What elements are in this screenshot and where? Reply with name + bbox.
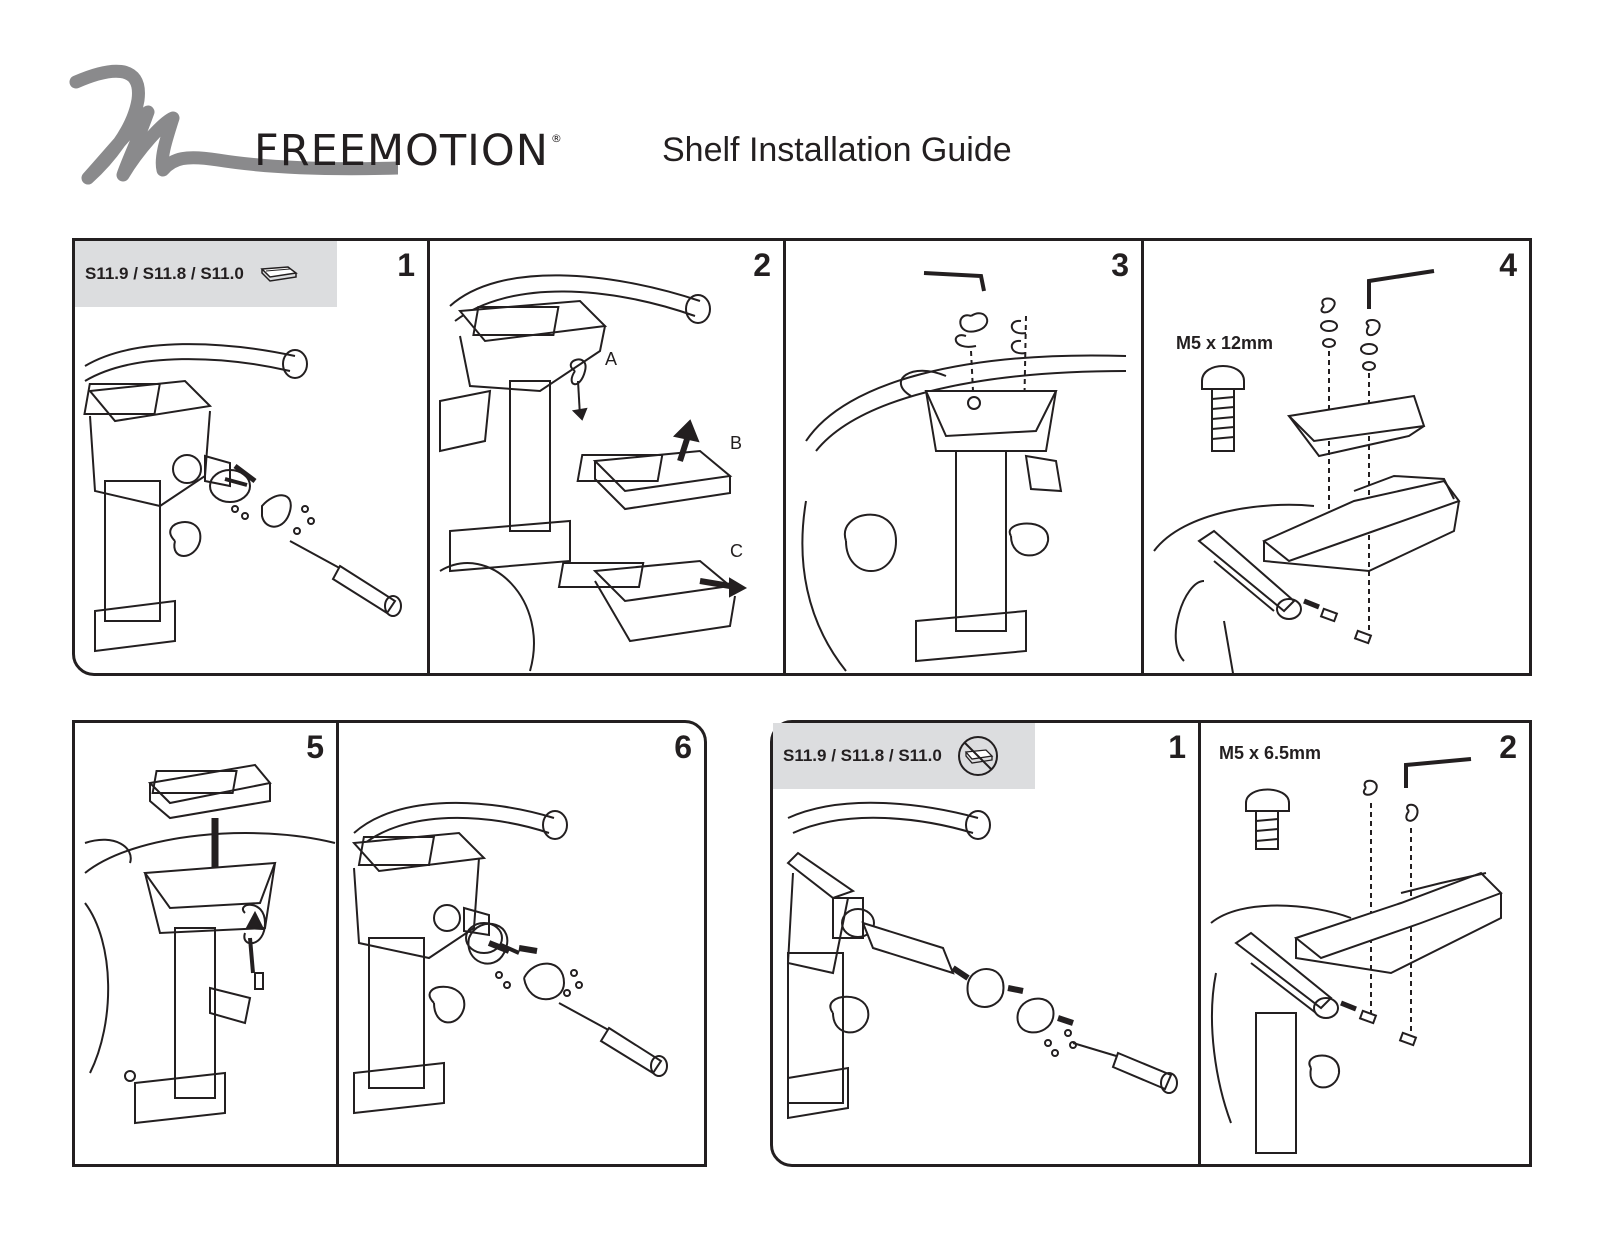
model-label: S11.9 / S11.8 / S11.0 bbox=[783, 746, 942, 765]
step-panel-2-no-shelf: 2 M5 x 6.5mm bbox=[1201, 723, 1529, 1164]
step-panel-4: 4 M5 x 12mm bbox=[1144, 241, 1529, 673]
bottom-left-steps-group: 5 6 bbox=[72, 720, 707, 1167]
header: FREEMOTION® Shelf Installation Guide bbox=[68, 60, 1168, 190]
bottom-right-steps-group: S11.9 / S11.8 / S11.0 1 bbox=[770, 720, 1532, 1167]
top-steps-group: S11.9 / S11.8 / S11.0 1 bbox=[72, 238, 1532, 676]
callout-b: B bbox=[730, 433, 743, 453]
step-number: 4 bbox=[1499, 247, 1517, 283]
step-number: 5 bbox=[306, 729, 324, 765]
step-panel-2: 2 A B C bbox=[430, 241, 786, 673]
step-4-illustration bbox=[1144, 241, 1499, 673]
screw-spec: M5 x 12mm bbox=[1176, 333, 1274, 353]
step-panel-1-no-shelf: S11.9 / S11.8 / S11.0 1 bbox=[773, 723, 1201, 1164]
screw-spec: M5 x 6.5mm bbox=[1219, 743, 1322, 763]
step-number: 2 bbox=[1499, 729, 1517, 765]
step-panel-6: 6 bbox=[339, 723, 704, 1164]
step-number: 2 bbox=[753, 247, 771, 283]
step-1-illustration bbox=[75, 241, 430, 673]
step-2-no-shelf-illustration bbox=[1201, 723, 1529, 1164]
step-panel-3: 3 bbox=[786, 241, 1144, 673]
model-tag: S11.9 / S11.8 / S11.0 bbox=[773, 723, 1035, 789]
step-number: 3 bbox=[1111, 247, 1129, 283]
step-6-illustration bbox=[339, 723, 704, 1164]
step-number: 1 bbox=[397, 247, 415, 283]
freemotion-logo-swoosh bbox=[69, 64, 398, 185]
model-label: S11.9 / S11.8 / S11.0 bbox=[85, 264, 244, 283]
page-title: Shelf Installation Guide bbox=[662, 131, 1012, 169]
step-panel-5: 5 bbox=[75, 723, 339, 1164]
callout-a: A bbox=[605, 349, 618, 369]
step-number: 1 bbox=[1168, 729, 1186, 765]
step-3-illustration bbox=[786, 241, 1144, 673]
step-2-illustration bbox=[430, 241, 786, 673]
brand-wordmark: FREEMOTION® bbox=[254, 126, 563, 176]
no-shelf-icon bbox=[957, 736, 998, 776]
step-5-illustration bbox=[75, 723, 339, 1164]
shelf-icon bbox=[260, 266, 298, 282]
model-tag: S11.9 / S11.8 / S11.0 bbox=[75, 241, 337, 307]
step-number: 6 bbox=[674, 729, 692, 765]
callout-c: C bbox=[730, 541, 743, 561]
step-1-no-shelf-illustration bbox=[773, 723, 1201, 1164]
step-panel-1: S11.9 / S11.8 / S11.0 1 bbox=[75, 241, 430, 673]
